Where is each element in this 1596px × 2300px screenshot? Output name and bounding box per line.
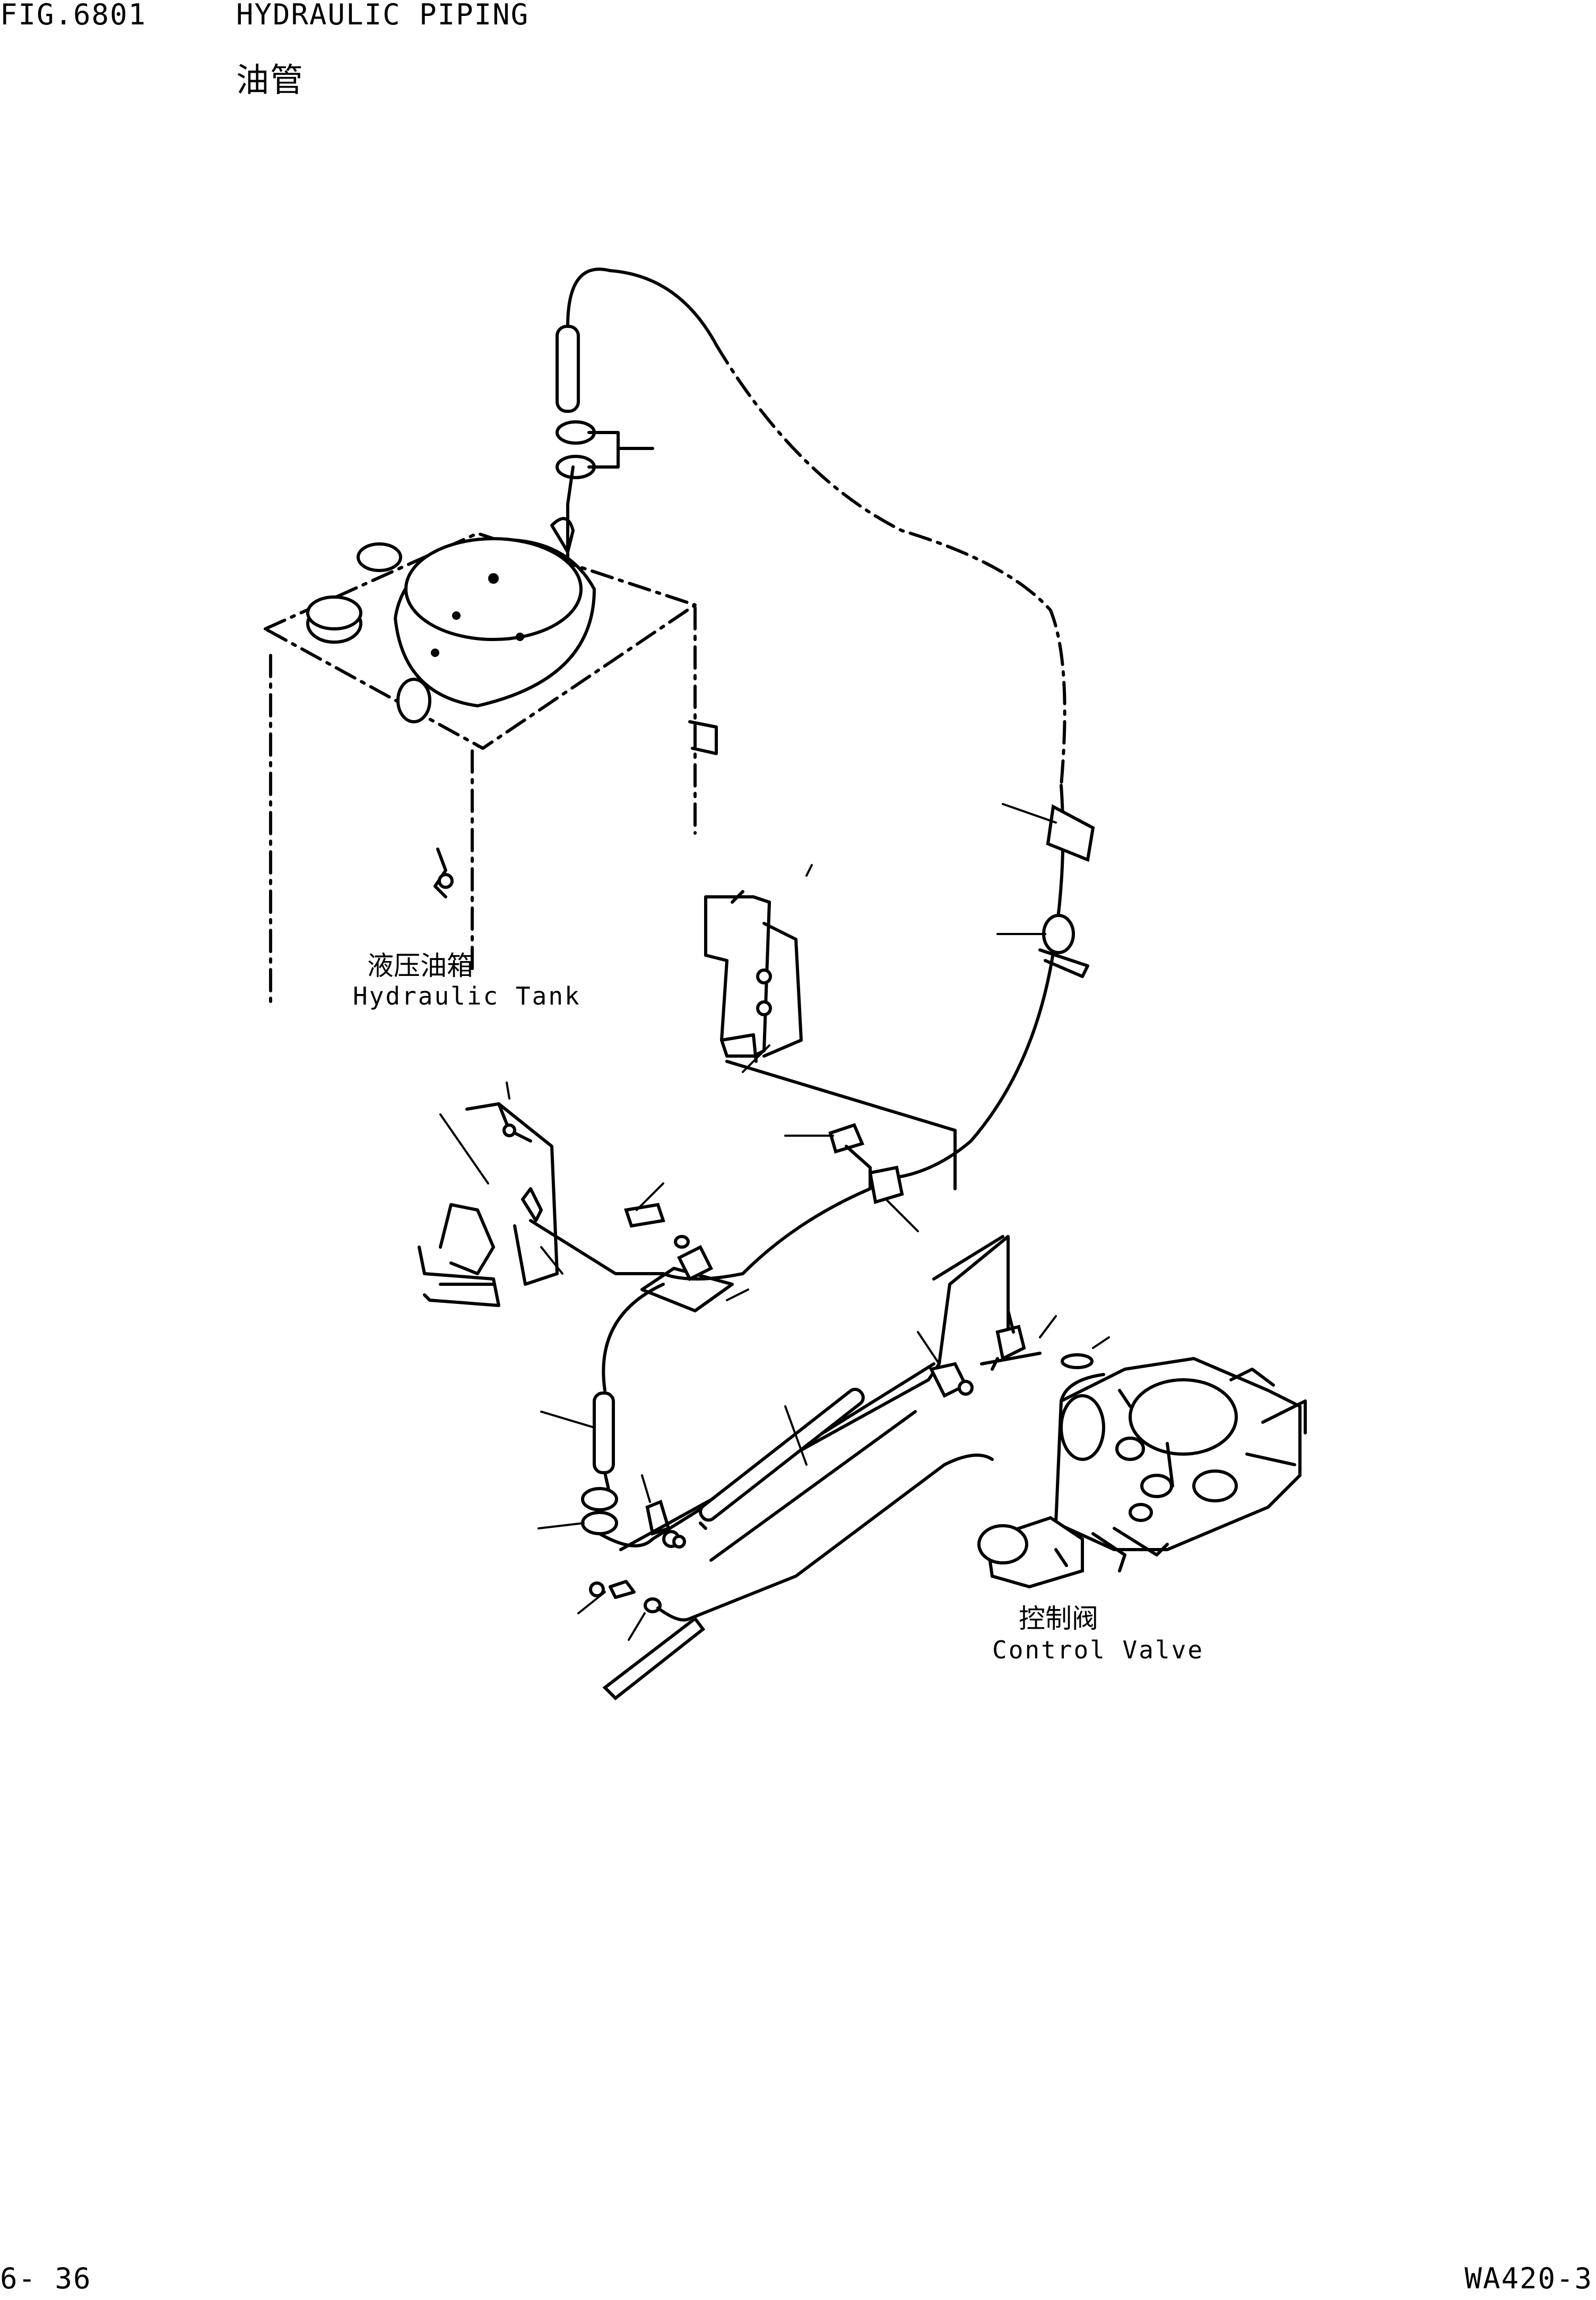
hydraulic-tank-label-chinese: 液压油箱 xyxy=(367,950,473,981)
hydraulic-tank-label: Hydraulic Tank xyxy=(353,982,581,1010)
left-bracket xyxy=(418,1082,690,1307)
figure-number: FIG.6801 xyxy=(0,0,147,31)
bracket-assembly xyxy=(704,864,957,1190)
return-hose xyxy=(556,267,1095,1180)
control-valve-drawing xyxy=(977,1357,1307,1589)
hydraulic-tank-drawing xyxy=(264,517,718,1010)
figure-title-chinese: 油管 xyxy=(236,60,305,99)
control-valve-label-chinese: 控制阀 xyxy=(1019,1603,1098,1634)
model-number: WA420-3 xyxy=(1464,2262,1593,2295)
lower-hoses xyxy=(537,1235,1110,1701)
control-valve-label: Control Valve xyxy=(992,1636,1204,1664)
pipe-fittings xyxy=(640,1123,919,1312)
figure-title: HYDRAULIC PIPING xyxy=(236,0,530,31)
page-number: 6- 36 xyxy=(0,2262,92,2295)
